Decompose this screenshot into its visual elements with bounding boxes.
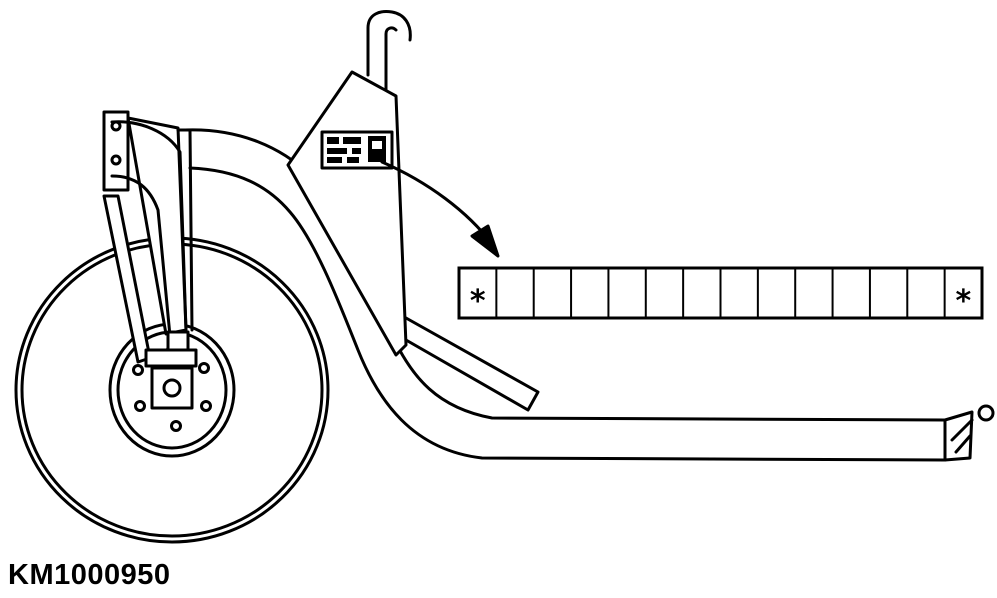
plate-cell-asterisk: *	[470, 284, 486, 319]
plate-cell-asterisk: *	[955, 284, 971, 319]
diagonal-brace	[404, 316, 540, 412]
jack-stand	[102, 110, 198, 368]
decal	[320, 130, 394, 170]
pointer-arrow	[380, 160, 500, 258]
hitch-coupler	[943, 404, 995, 462]
support-plate	[286, 10, 412, 357]
serial-number-plate: **	[457, 266, 984, 320]
wheel	[14, 236, 330, 544]
figure-reference-code: KM1000950	[8, 559, 171, 591]
